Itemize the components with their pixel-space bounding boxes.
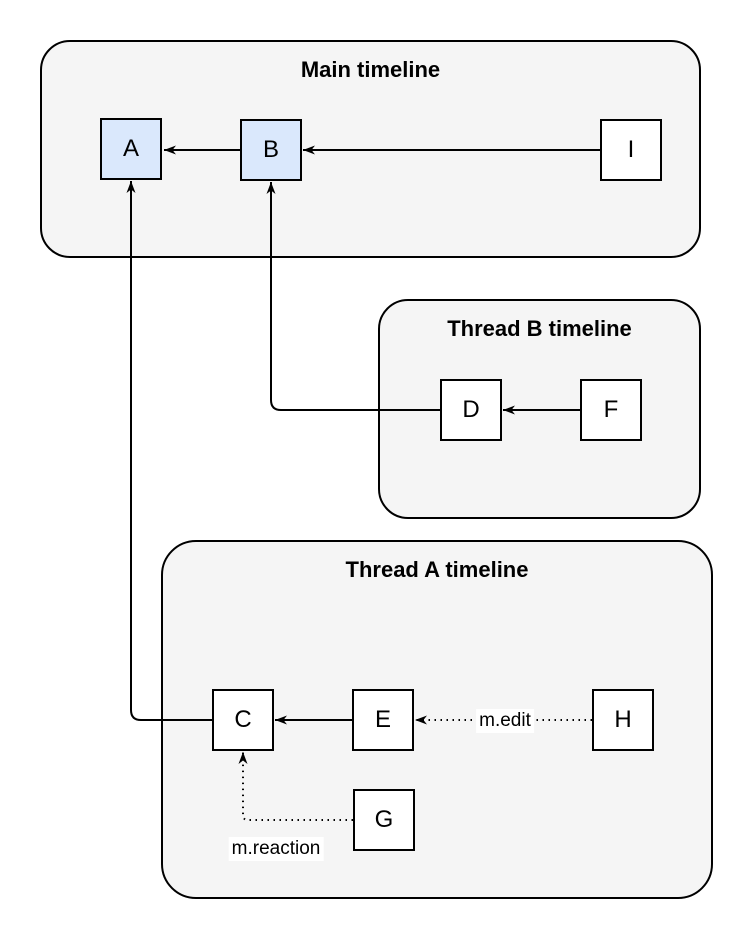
node-d-label: D [462, 396, 480, 423]
node-f-label: F [603, 396, 619, 423]
node-e-label: E [374, 706, 391, 733]
node-d: D [440, 379, 502, 441]
node-f: F [580, 379, 642, 441]
thread-b-timeline-title: Thread B timeline [447, 316, 632, 341]
node-i: I [600, 119, 662, 181]
node-c: C [212, 689, 274, 751]
thread-a-timeline-title: Thread A timeline [345, 557, 529, 582]
node-i-label: I [627, 136, 635, 163]
edge-label-m-edit: m.edit [476, 709, 534, 733]
node-g-label: G [374, 806, 394, 833]
node-e: E [352, 689, 414, 751]
node-c-label: C [234, 706, 252, 733]
node-g: G [353, 789, 415, 851]
node-a-label: A [122, 135, 139, 162]
main-timeline-title: Main timeline [300, 57, 441, 82]
edge-label-m-reaction: m.reaction [228, 837, 324, 861]
node-b: B [240, 119, 302, 181]
node-h: H [592, 689, 654, 751]
node-a: A [100, 118, 162, 180]
node-b-label: B [262, 136, 279, 163]
container-thread-b-timeline: Thread B timeline [378, 299, 701, 519]
node-h-label: H [614, 706, 632, 733]
